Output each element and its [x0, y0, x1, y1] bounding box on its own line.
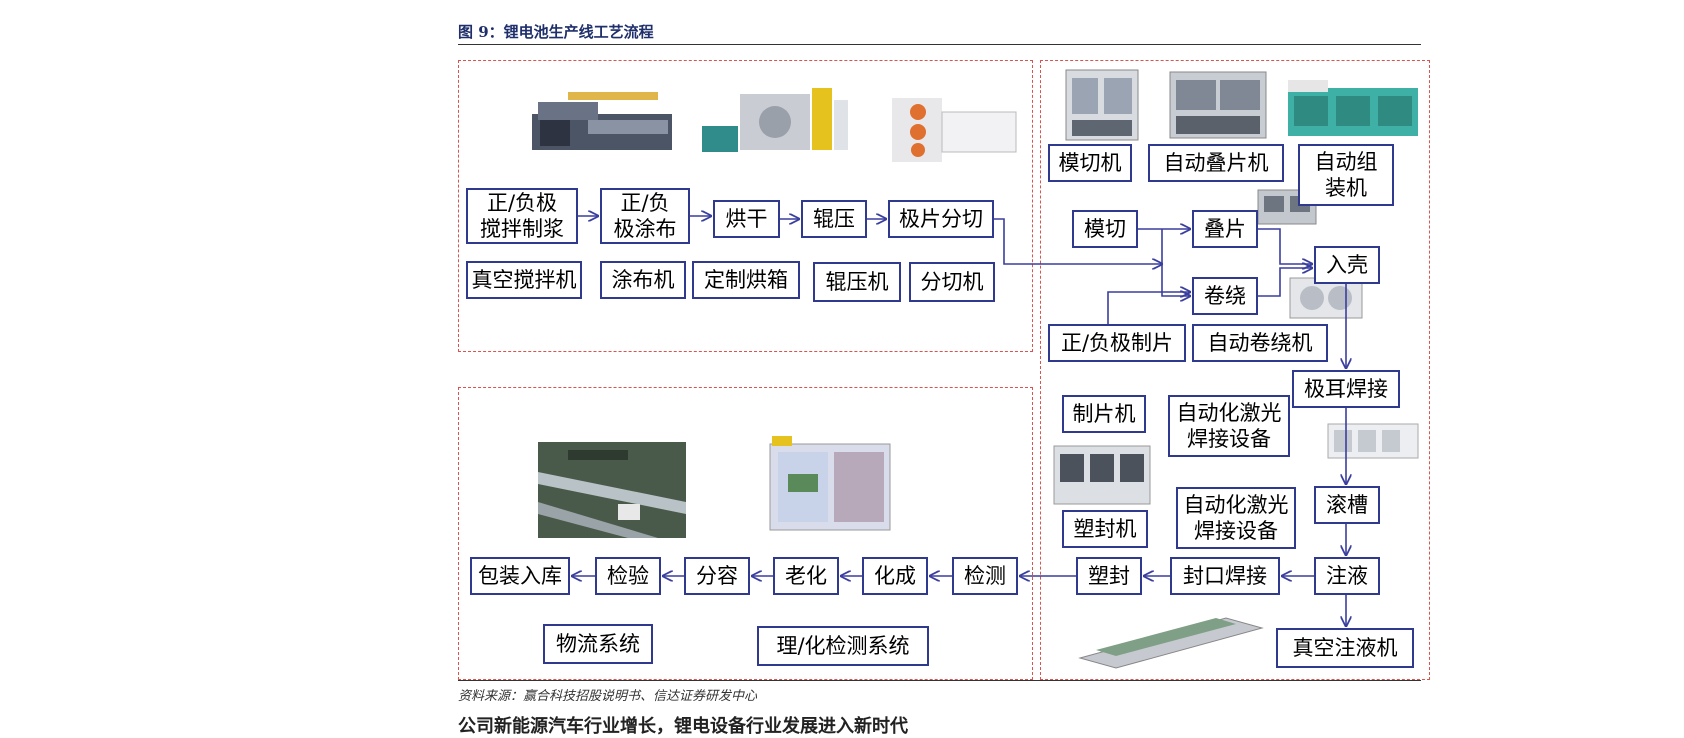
equip-vacuum-mixer: 真空搅拌机 [466, 261, 582, 299]
step-aging: 老化 [773, 557, 839, 595]
top-rule [458, 44, 1421, 45]
sheet-maker-photo [1052, 436, 1152, 508]
bottom-rule [458, 680, 1421, 681]
equip-sheet-machine: 制片机 [1062, 395, 1146, 433]
step-inspection: 检测 [952, 557, 1018, 595]
step-drying: 烘干 [713, 200, 780, 238]
equip-vacuum-injector: 真空注液机 [1276, 628, 1414, 668]
equip-plastic-sealer: 塑封机 [1062, 510, 1148, 548]
equip-laser-welder-2: 自动化激光 焊接设备 [1176, 487, 1296, 549]
equip-roller: 辊压机 [813, 262, 901, 302]
conveyor-photo [538, 442, 686, 538]
step-plastic-seal: 塑封 [1076, 557, 1142, 595]
arrow-branch-to-wind [1161, 229, 1190, 296]
equip-coater: 涂布机 [600, 261, 686, 299]
equip-test-system: 理/化检测系统 [757, 626, 929, 666]
step-slitting: 极片分切 [888, 200, 994, 238]
coater-machine-photo [528, 86, 678, 154]
step-casing: 入壳 [1314, 246, 1380, 284]
step-packaging: 包装入库 [470, 557, 570, 595]
equip-slitter: 分切机 [909, 262, 995, 302]
arrow-slit-to-middle [994, 218, 1162, 264]
injector-photo [1076, 606, 1266, 670]
flow-arrows [0, 0, 1684, 723]
step-stack: 叠片 [1192, 210, 1258, 248]
equip-laser-welder-1: 自动化激光 焊接设备 [1168, 395, 1290, 457]
step-formation: 化成 [862, 557, 928, 595]
equip-auto-stacker: 自动叠片机 [1148, 144, 1284, 182]
figure-title: 图 9：锂电池生产线工艺流程 [458, 23, 654, 41]
back-process-region [458, 387, 1033, 680]
figure-source: 资料来源：赢合科技招股说明书、信达证券研发中心 [458, 689, 758, 704]
slitter-machine-photo [888, 82, 1020, 166]
front-process-region [458, 60, 1033, 352]
stacker-photo [1168, 66, 1268, 142]
arrow-wind-to-casing [1258, 268, 1312, 297]
step-wind: 卷绕 [1192, 277, 1258, 315]
step-seal-weld: 封口焊接 [1170, 557, 1280, 595]
equip-auto-assembler: 自动组 装机 [1298, 144, 1394, 206]
middle-process-region [1040, 60, 1430, 680]
arrow-sheet-to-wind [1107, 292, 1190, 324]
die-cutter-photo [1064, 66, 1140, 142]
step-injection: 注液 [1314, 557, 1380, 595]
step-coating: 正/负 极涂布 [600, 188, 690, 244]
equip-electrode-sheet: 正/负极制片 [1048, 324, 1186, 362]
step-tab-weld: 极耳焊接 [1292, 370, 1400, 408]
following-body-text: 公司新能源汽车行业增长，锂电设备行业发展进入新时代 [458, 716, 908, 737]
calender-machine-photo [700, 80, 850, 156]
step-verification: 检验 [595, 557, 661, 595]
equip-oven: 定制烘箱 [692, 261, 800, 299]
step-grading: 分容 [684, 557, 750, 595]
welder-photo [1326, 418, 1420, 462]
equip-die-cutter: 模切机 [1048, 144, 1132, 182]
step-rolling: 辊压 [801, 200, 867, 238]
tester-cabinet-photo [768, 434, 892, 534]
step-slurry-mixing: 正/负极 搅拌制浆 [466, 188, 578, 244]
step-grooving: 滚槽 [1314, 486, 1380, 524]
assembler-photo [1286, 74, 1421, 140]
equip-logistics: 物流系统 [543, 624, 653, 664]
arrow-stack-to-casing [1258, 228, 1312, 264]
equip-auto-winder: 自动卷绕机 [1192, 324, 1328, 362]
step-die-cut: 模切 [1072, 210, 1138, 248]
